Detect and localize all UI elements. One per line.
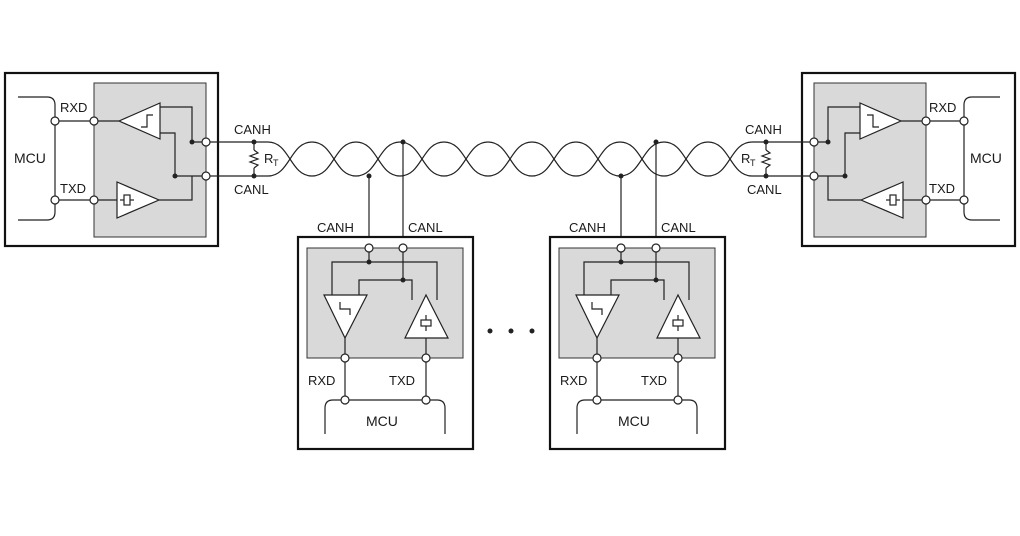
mid1-mcu-bracket [324,399,446,434]
right-rxd-label: RXD [929,100,956,115]
twisted-pair-cable [267,141,753,177]
right-canl-label: CANL [747,182,782,197]
right-terminator-resistor-icon [760,149,772,169]
mid1-receiver-hysteresis-icon [339,302,351,315]
right-node: MCU RXD TXD [800,71,1017,248]
right-terminator-subscript: T [750,158,756,168]
mid1-txd-label: TXD [389,373,415,388]
right-receiver-amp [859,102,903,140]
mid1-receiver-amp [323,294,368,340]
left-mcu-label: MCU [14,150,46,166]
left-canl-label: CANL [234,182,269,197]
left-driver-amp [116,181,161,219]
right-driver-amp [859,181,904,219]
mid2-rxd-label: RXD [560,373,587,388]
left-receiver-amp [117,102,161,140]
left-bus-termination: CANH CANL R T [218,122,279,197]
left-terminator-subscript: T [273,158,279,168]
mid2-receiver-amp [575,294,620,340]
mid1-canh-label: CANH [317,220,354,235]
mid2-mcu-bracket [576,399,698,434]
left-txd-label: TXD [60,181,86,196]
right-mcu-label: MCU [970,150,1002,166]
left-terminator-resistor-icon [248,149,260,169]
more-nodes-ellipsis [487,328,535,334]
right-terminator-label: R [741,151,750,166]
right-txd-label: TXD [929,181,955,196]
middle-node-1: CANH CANL RXD TXD MCU [296,139,475,451]
mid2-canl-label: CANL [661,220,696,235]
mid2-receiver-hysteresis-icon [591,302,603,315]
left-mcu-bracket [18,96,56,221]
right-bus-termination: CANH CANL R T [741,122,802,197]
right-mcu-bracket [963,96,1000,221]
mid1-mcu-label: MCU [366,413,398,429]
left-node: MCU RXD TXD [3,71,220,248]
right-receiver-hysteresis-icon [867,114,879,128]
mid2-mcu-label: MCU [618,413,650,429]
mid2-txd-label: TXD [641,373,667,388]
left-transceiver [93,82,207,238]
left-rxd-label: RXD [60,100,87,115]
right-transceiver [813,82,927,238]
right-canh-label: CANH [745,122,782,137]
left-canh-label: CANH [234,122,271,137]
mid2-canh-label: CANH [569,220,606,235]
left-terminator-label: R [264,151,273,166]
mid1-canl-label: CANL [408,220,443,235]
mid1-rxd-label: RXD [308,373,335,388]
left-receiver-hysteresis-icon [141,114,153,128]
middle-node-2: CANH CANL RXD TXD MCU [548,139,727,451]
